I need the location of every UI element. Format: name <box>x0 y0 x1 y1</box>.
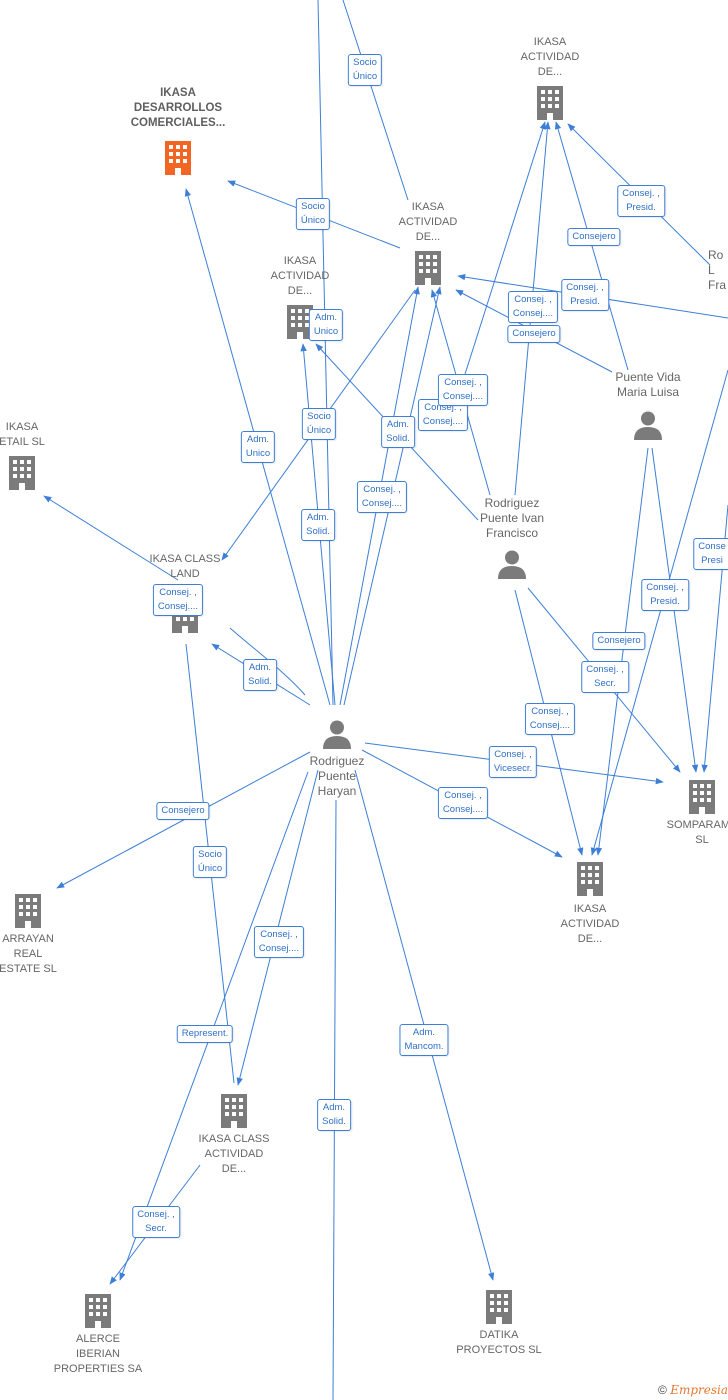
edge-label[interactable]: Adm. Solid. <box>317 1099 351 1131</box>
company-label: ALERCE IBERIAN PROPERTIES SA <box>53 1333 143 1375</box>
edge-label[interactable]: Consej. , Presid. <box>617 185 665 217</box>
company-node-ikasa-actividad-mid[interactable]: IKASA ACTIVIDAD DE... <box>378 200 478 285</box>
company-node-ikasa-actividad-left[interactable]: IKASA ACTIVIDAD DE... <box>250 254 350 339</box>
edge-label[interactable]: Consej. , Consej.... <box>524 703 576 735</box>
building-icon <box>15 894 41 928</box>
edge-label[interactable]: Consej. , Secr. <box>581 661 629 693</box>
copyright-symbol: © <box>658 1383 667 1397</box>
person-label: Puente Vida Maria Luisa <box>615 370 681 399</box>
person-icon <box>323 720 351 749</box>
person-icon <box>498 550 526 579</box>
building-icon <box>689 780 715 814</box>
company-label: IKASA ETAIL SL <box>0 421 45 448</box>
edge-label[interactable]: Conse Presi <box>693 538 728 570</box>
edge-label[interactable]: Consej. , Vicesecr. <box>488 746 538 778</box>
person-node-puente-vida[interactable]: Puente Vida Maria Luisa <box>598 370 698 440</box>
company-label: IKASA ACTIVIDAD DE... <box>520 36 580 78</box>
edge-label[interactable]: Consej. , Presid. <box>561 279 609 311</box>
edge-label[interactable]: Adm. Mancom. <box>399 1024 449 1056</box>
person-icon <box>634 411 662 440</box>
edge-label[interactable]: Adm. Solid. <box>381 416 415 448</box>
edge-label[interactable]: Adm. Unico <box>240 431 276 463</box>
company-node-somparama[interactable]: SOMPARAMA SL <box>652 780 728 848</box>
company-node-datika[interactable]: DATIKA PROYECTOS SL <box>449 1290 549 1358</box>
person-node-rodriguez-haryan[interactable]: Rodriguez Puente Haryan <box>287 719 387 799</box>
company-node-ikasa-actividad-top[interactable]: IKASA ACTIVIDAD DE... <box>500 35 600 120</box>
edge-label[interactable]: Consej. , Consej.... <box>356 481 408 513</box>
edge-label[interactable]: Socio Único <box>192 846 228 878</box>
company-label: IKASA ACTIVIDAD DE... <box>560 903 620 945</box>
person-label: Rodriguez Puente Ivan Francisco <box>479 496 545 540</box>
company-label: IKASA ACTIVIDAD DE... <box>398 201 458 243</box>
edge-label[interactable]: Consej. , Consej.... <box>253 926 305 958</box>
edge-label[interactable]: Socio Único <box>295 198 331 230</box>
edge-label[interactable]: Adm. Solid. <box>301 509 335 541</box>
edge-label[interactable]: Represent. <box>176 1025 234 1043</box>
company-label: IKASA ACTIVIDAD DE... <box>270 255 330 297</box>
building-icon <box>287 305 313 339</box>
edge-line <box>56 751 311 889</box>
building-icon <box>9 456 35 490</box>
brand-logo: Empresia <box>670 1383 728 1397</box>
edge-line <box>459 121 546 391</box>
person-label: Rodriguez Puente Haryan <box>309 754 365 798</box>
edge-label[interactable]: Consej. , Consej.... <box>437 374 489 406</box>
building-icon <box>537 86 563 120</box>
building-icon <box>577 862 603 896</box>
edge-line <box>342 0 409 201</box>
edge-label[interactable]: Consej. , Presid. <box>641 579 689 611</box>
building-icon <box>85 1294 111 1328</box>
footer-brand: © Empresia <box>658 1383 728 1397</box>
edge-label[interactable]: Consej. , Consej.... <box>152 584 204 616</box>
edge-label[interactable]: Consejero <box>507 325 561 343</box>
company-node-ikasa-desarrollos[interactable]: IKASA DESARROLLOS COMERCIALES... <box>108 86 248 175</box>
edge-line <box>595 447 649 856</box>
edge-label[interactable]: Consej. , Consej.... <box>507 291 559 323</box>
edge-line <box>317 0 334 706</box>
company-node-ikasa-retail[interactable]: IKASA ETAIL SL <box>0 420 72 490</box>
building-icon <box>221 1094 247 1128</box>
edge-label[interactable]: Consej. , Consej.... <box>437 787 489 819</box>
building-icon <box>486 1290 512 1324</box>
company-label: IKASA DESARROLLOS COMERCIALES... <box>130 87 226 129</box>
edge-label[interactable]: Adm. Solid. <box>243 659 277 691</box>
edge-line <box>590 369 728 856</box>
edge-label[interactable]: Socio Único <box>347 54 383 86</box>
edge-line <box>554 121 629 371</box>
company-label: IKASA CLASS ACTIVIDAD DE... <box>198 1133 270 1175</box>
person-node-rodriguez-ivan[interactable]: Rodriguez Puente Ivan Francisco <box>462 496 562 579</box>
building-icon <box>165 141 191 175</box>
person-node-partial-right[interactable]: Ro L Fra <box>708 248 728 293</box>
edge-label[interactable]: Consej. , Secr. <box>132 1206 180 1238</box>
company-node-arrayan[interactable]: ARRAYAN REAL ESTATE SL <box>0 894 78 977</box>
company-label: ARRAYAN REAL ESTATE SL <box>0 933 57 975</box>
edge-label[interactable]: Consejero <box>156 802 210 820</box>
company-label: DATIKA PROYECTOS SL <box>456 1329 542 1356</box>
company-node-ikasa-class-actividad[interactable]: IKASA CLASS ACTIVIDAD DE... <box>184 1094 284 1177</box>
person-label: Ro L Fra <box>708 248 726 292</box>
edge-label[interactable]: Consejero <box>592 632 646 650</box>
edge-label[interactable]: Adm. Unico <box>308 309 344 341</box>
company-label: SOMPARAMA SL <box>666 819 728 846</box>
company-node-ikasa-actividad-right[interactable]: IKASA ACTIVIDAD DE... <box>540 862 640 947</box>
company-node-alerce[interactable]: ALERCE IBERIAN PROPERTIES SA <box>48 1294 148 1377</box>
edge-label[interactable]: Consejero <box>567 228 621 246</box>
edge-label[interactable]: Socio Único <box>301 408 337 440</box>
building-icon <box>415 251 441 285</box>
edge-line <box>43 495 179 581</box>
